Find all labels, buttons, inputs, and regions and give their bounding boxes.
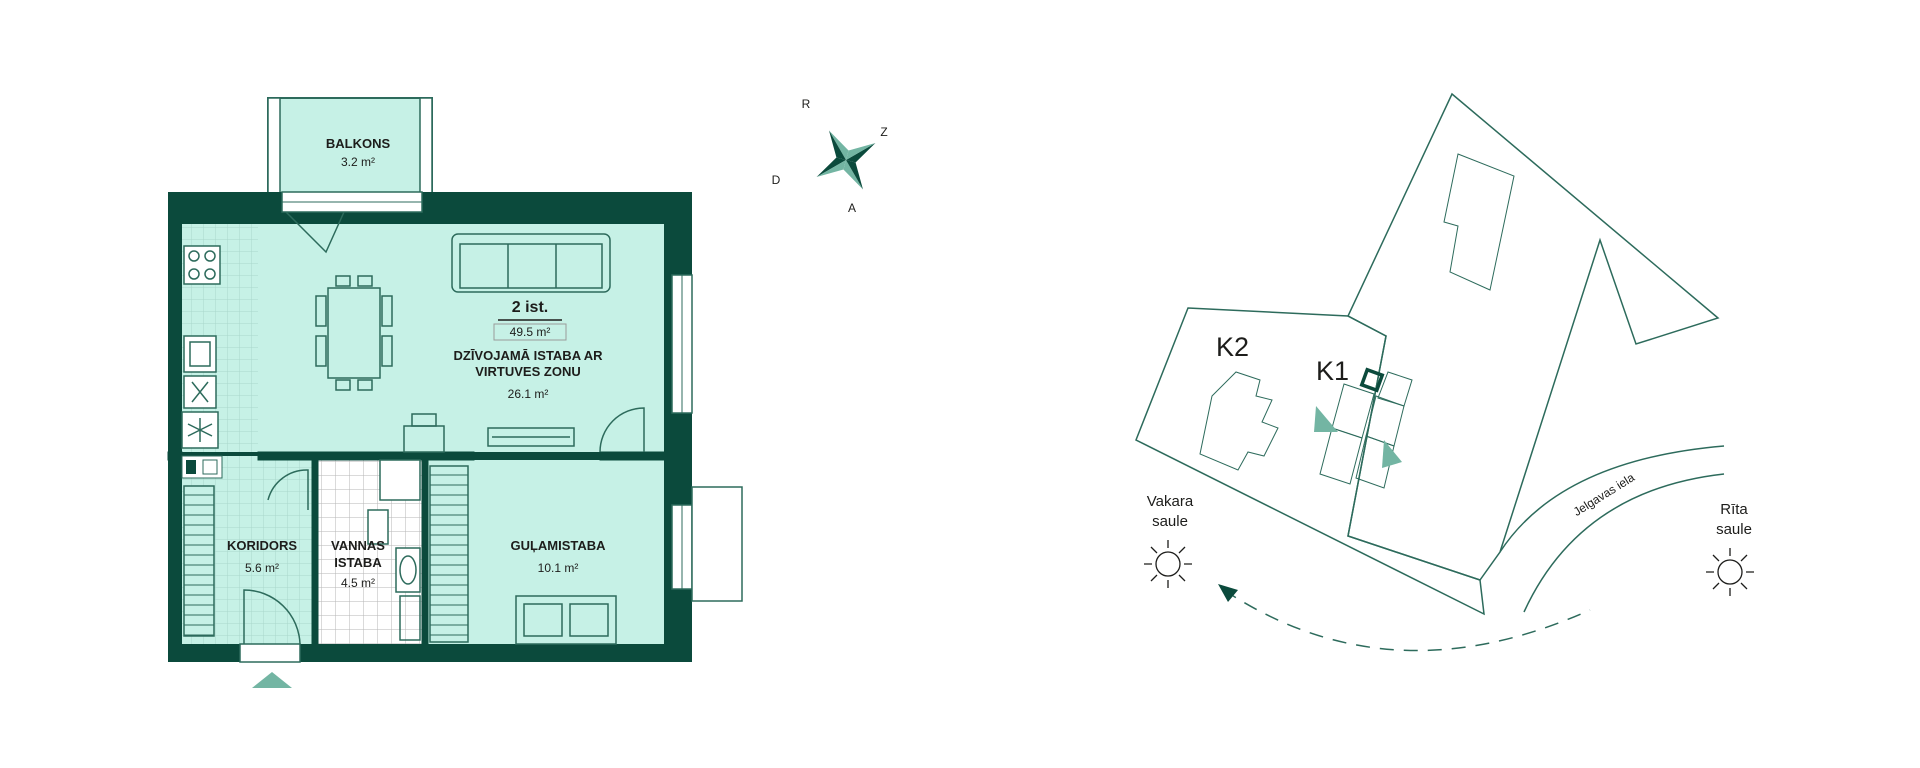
corridor-wardrobe [183, 485, 215, 637]
view-arrow-k1-left-icon [1314, 406, 1338, 432]
room-name-living-line1: DZĪVOJAMĀ ISTABA AR [453, 348, 603, 363]
building-upper-outline [1443, 153, 1515, 291]
entry-arrow-icon [252, 672, 292, 688]
bedroom-wardrobe [429, 465, 469, 643]
floor-plan: BALKONS 3.2 m² 2 ist. 49.5 m² DZĪVOJAMĀ … [167, 97, 743, 688]
room-labels: BALKONS 3.2 m² 2 ist. 49.5 m² DZĪVOJAMĀ … [227, 136, 606, 590]
room-name-bedroom: GUĻAMISTABA [510, 538, 606, 553]
room-area-bathroom: 4.5 m² [341, 576, 375, 590]
room-area-balcony: 3.2 m² [341, 155, 375, 169]
room-name-living-line2: VIRTUVES ZONU [475, 364, 580, 379]
room-name-balcony: BALKONS [326, 136, 391, 151]
compass-rose-icon [816, 130, 876, 190]
view-arrow-k1-right-icon [1382, 440, 1402, 468]
bathroom-fixtures [367, 459, 421, 641]
compass-west: R [802, 97, 811, 111]
west-sun-label-line2: saule [1152, 513, 1188, 530]
sun-path-arrow-icon [1218, 584, 1238, 602]
room-area-bedroom: 10.1 m² [538, 561, 579, 575]
bed [515, 595, 617, 645]
building-k1-label: K1 [1316, 356, 1349, 386]
room-name-bathroom-line2: ISTABA [334, 555, 382, 570]
sofa [451, 233, 611, 293]
sun-icon-west [1144, 540, 1192, 588]
apartment-rooms: 2 ist. [512, 299, 548, 316]
compass-north: Z [880, 125, 887, 139]
street-label: Jelgavas iela [1571, 470, 1638, 519]
balcony [267, 97, 433, 194]
east-sun-label-line2: saule [1716, 521, 1752, 538]
building-k1-marker [1359, 367, 1385, 393]
room-name-bathroom-line1: VANNAS [331, 538, 385, 553]
building-k2-outline [1199, 371, 1279, 471]
east-sun-label-line1: Rīta [1720, 501, 1748, 518]
apartment-area: 49.5 m² [510, 325, 551, 339]
room-name-corridor: KORIDORS [227, 538, 297, 553]
sun-icon-east [1706, 548, 1754, 596]
compass-east: A [848, 201, 856, 215]
site-plan [1135, 92, 1725, 652]
sun-path [1223, 589, 1591, 652]
building-k2-label: K2 [1216, 332, 1249, 362]
dining-table [315, 275, 393, 391]
compass-south: D [772, 173, 781, 187]
kitchen-counter [181, 245, 221, 449]
room-area-corridor: 5.6 m² [245, 561, 279, 575]
windows-right [671, 274, 743, 602]
room-area-living: 26.1 m² [508, 387, 549, 401]
west-sun-label-line1: Vakara [1147, 493, 1194, 510]
